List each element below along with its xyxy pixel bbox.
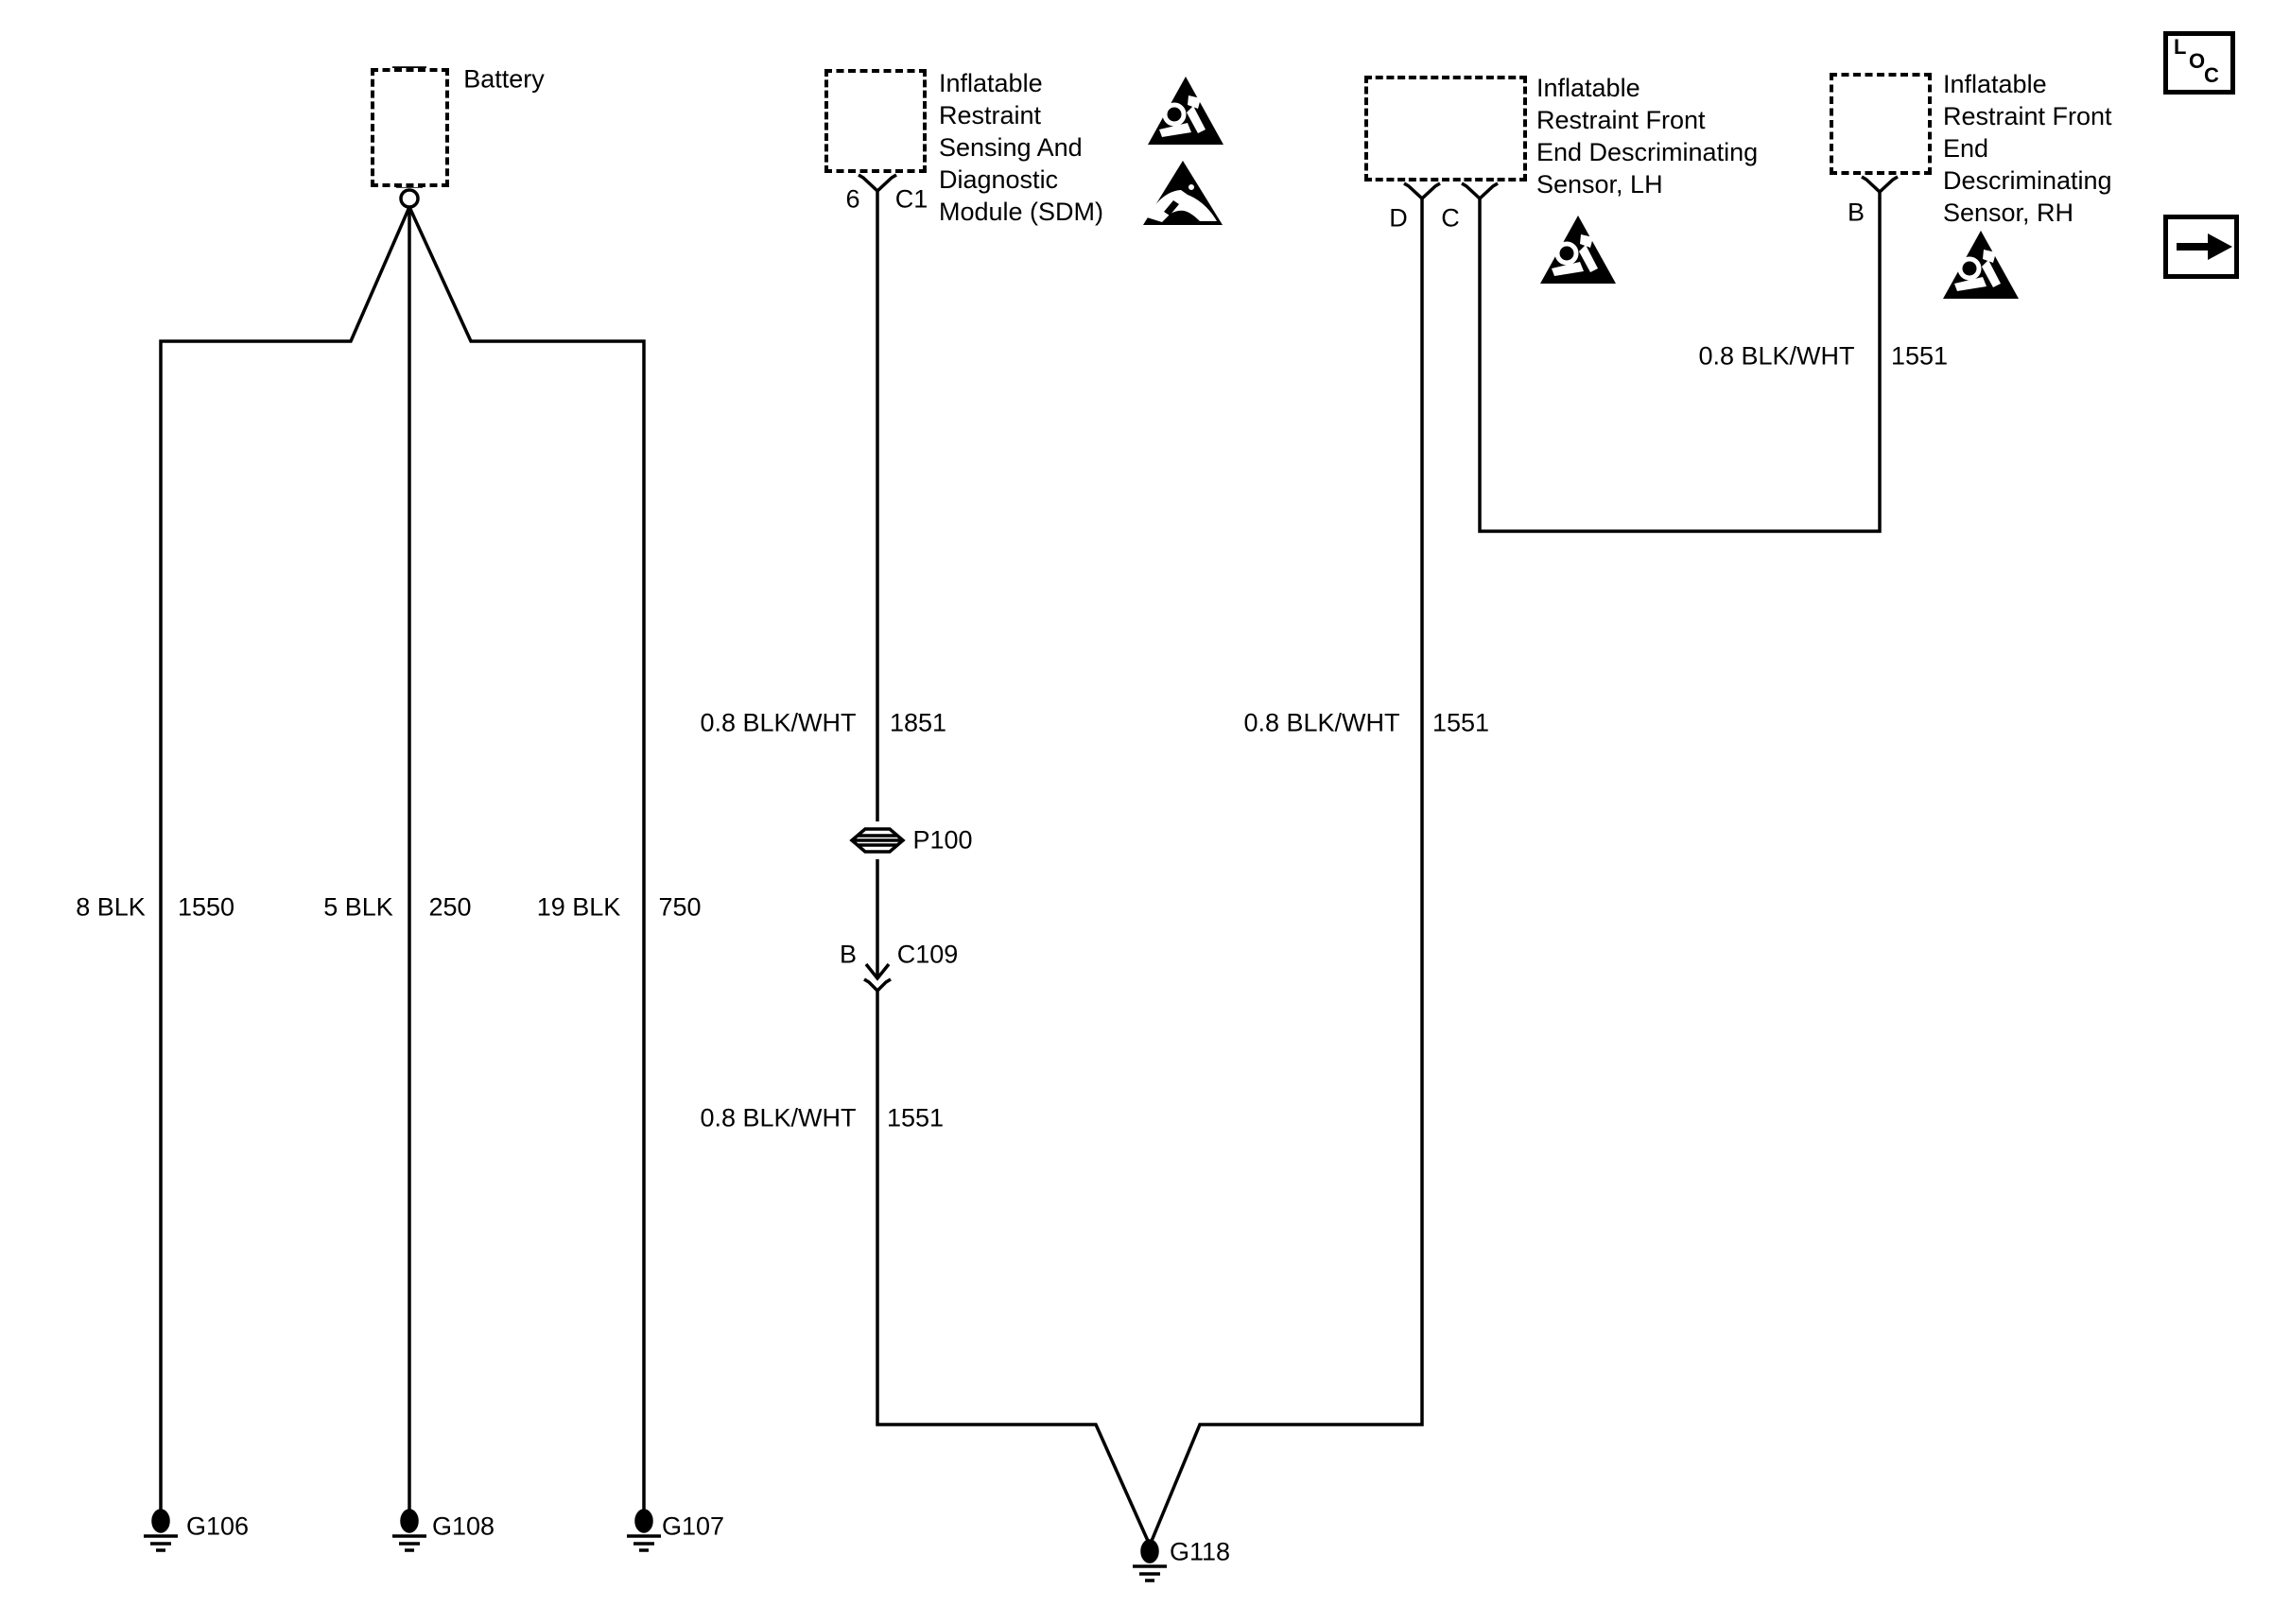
ground-label-g108: G108 xyxy=(431,1512,495,1541)
sdm-connector-label: C1 xyxy=(894,184,928,214)
ground-label-g107: G107 xyxy=(661,1512,725,1541)
sdm-pin-label: 6 xyxy=(845,184,860,214)
sensor-lh-label-line: Sensor, LH xyxy=(1536,170,1663,199)
wire-gauge-label: 0.8 BLK/WHT xyxy=(1243,708,1400,737)
sdm-label-line: Inflatable xyxy=(939,69,1043,97)
sensor-lh-label-line: End Descriminating xyxy=(1536,138,1759,166)
battery-label: Battery xyxy=(463,64,545,94)
airbag-warning-triangle-icon xyxy=(1540,216,1616,284)
grommet-p100-icon xyxy=(849,827,906,854)
airbag-warning-triangle-icon xyxy=(1148,77,1223,145)
lh-pin-c-connector-icon xyxy=(1461,181,1499,201)
wire-gauge-label: 19 BLK xyxy=(536,892,621,922)
sensor-rh-label-line: End xyxy=(1943,134,1989,163)
ground-icon-g107 xyxy=(627,1509,661,1552)
wire-battery-to-g107 xyxy=(408,206,646,1511)
lh-pin-d-connector-icon xyxy=(1403,181,1441,201)
sdm-label-line: Diagnostic xyxy=(939,165,1059,194)
loc-letter-o: O xyxy=(2189,49,2206,73)
loc-letter-c: C xyxy=(2204,63,2219,87)
wire-circuit-label: 1851 xyxy=(889,708,947,737)
wire-circuit-label: 1551 xyxy=(886,1103,945,1132)
ground-label-g118: G118 xyxy=(1169,1537,1231,1566)
c109-pin-label: B xyxy=(839,940,858,969)
sensor-rh-label-line: Inflatable xyxy=(1943,70,2047,98)
wire-gauge-label: 0.8 BLK/WHT xyxy=(700,1103,857,1132)
wire-circuit-label: 750 xyxy=(658,892,702,922)
sdm-label: Inflatable Restraint Sensing And Diagnos… xyxy=(939,67,1103,228)
battery-component-box xyxy=(371,68,449,187)
rh-pin-b-label: B xyxy=(1847,198,1865,227)
sensor-lh-label-line: Inflatable xyxy=(1536,74,1640,102)
sensor-lh-label-line: Restraint Front xyxy=(1536,106,1706,134)
loc-button[interactable]: L O C xyxy=(2163,31,2235,95)
wire-lh-d-to-g118 xyxy=(1150,199,1424,1542)
sensor-rh-label-line: Descriminating xyxy=(1943,166,2112,195)
lh-pin-d-label: D xyxy=(1389,203,1408,233)
inline-connector-c109-icon xyxy=(863,962,892,993)
wire-lh-c-to-rh-b xyxy=(1478,192,1882,533)
sdm-label-line: Restraint xyxy=(939,101,1042,130)
next-page-button[interactable] xyxy=(2163,215,2239,279)
sdm-component-box xyxy=(824,69,927,173)
rh-pin-b-connector-icon xyxy=(1861,175,1899,195)
sdm-label-line: Module (SDM) xyxy=(939,198,1104,226)
wire-battery-to-g106 xyxy=(159,206,411,1511)
wire-gauge-label: 0.8 BLK/WHT xyxy=(1698,341,1855,371)
splice-p100-label: P100 xyxy=(912,825,973,855)
c109-name-label: C109 xyxy=(896,940,959,969)
wire-gauge-label: 8 BLK xyxy=(76,892,146,922)
airbag-warning-triangle-icon xyxy=(1943,231,2019,299)
sdm-label-line: Sensing And xyxy=(939,133,1083,162)
wire-circuit-label: 1550 xyxy=(177,892,235,922)
ground-label-g106: G106 xyxy=(185,1512,250,1541)
ground-icon-g106 xyxy=(144,1509,178,1552)
sensor-rh-component-box xyxy=(1830,73,1932,175)
wire-circuit-label: 1551 xyxy=(1431,708,1490,737)
ground-icon-g118 xyxy=(1133,1539,1167,1582)
wire-gauge-label: 0.8 BLK/WHT xyxy=(700,708,857,737)
wire-circuit-label: 250 xyxy=(428,892,472,922)
ground-icon-g108 xyxy=(392,1509,426,1552)
sensor-rh-label-line: Sensor, RH xyxy=(1943,199,2074,227)
esd-warning-triangle-icon xyxy=(1143,161,1223,225)
lh-pin-c-label: C xyxy=(1441,203,1460,233)
sensor-lh-label: Inflatable Restraint Front End Descrimin… xyxy=(1536,72,1758,200)
wire-sdm-to-g118 xyxy=(876,191,1150,1542)
wire-gauge-label: 5 BLK xyxy=(323,892,393,922)
sensor-rh-label: Inflatable Restraint Front End Descrimin… xyxy=(1943,68,2112,229)
loc-letter-l: L xyxy=(2174,35,2187,59)
arrow-right-icon xyxy=(2177,233,2232,260)
wire-circuit-label: 1551 xyxy=(1890,341,1949,371)
sensor-rh-label-line: Restraint Front xyxy=(1943,102,2112,130)
sensor-lh-component-box xyxy=(1364,76,1527,181)
sdm-pin-connector-icon xyxy=(858,173,897,194)
